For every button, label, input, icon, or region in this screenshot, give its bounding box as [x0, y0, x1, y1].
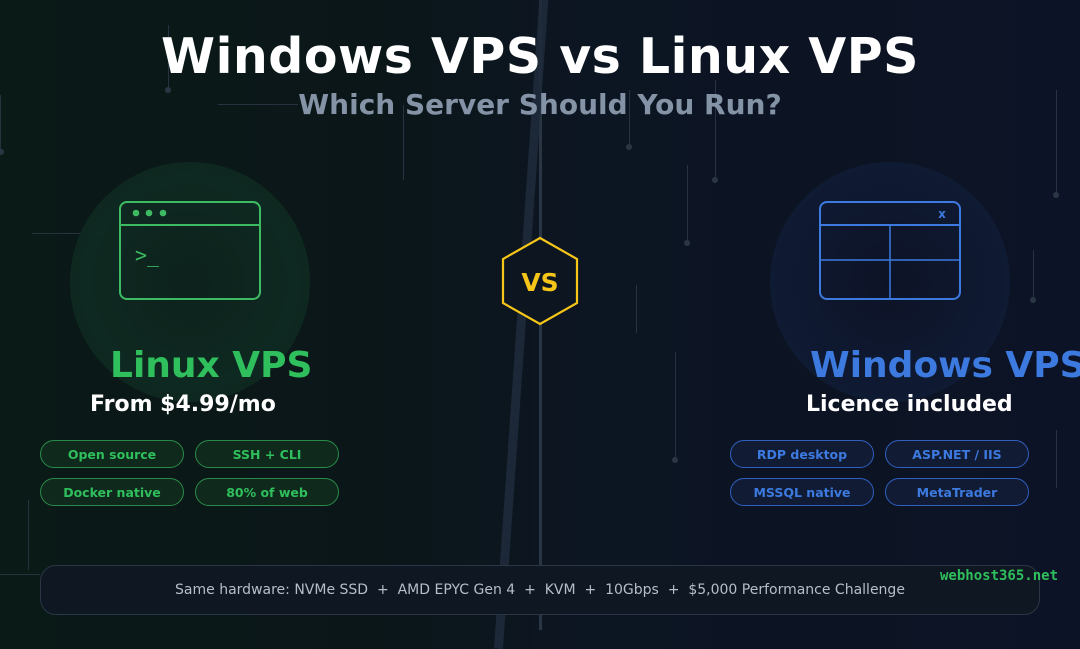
circuit-line — [636, 285, 637, 333]
terminal-window-icon: >_ — [119, 201, 261, 300]
circuit-dot — [1053, 192, 1059, 198]
windowed-app-icon: x — [819, 201, 961, 300]
circuit-dot — [626, 144, 632, 150]
circuit-line — [715, 80, 716, 180]
circuit-line — [1056, 90, 1057, 195]
circuit-line — [0, 574, 40, 575]
windows-title: Windows VPS — [810, 345, 1080, 386]
windows-licence: Licence included — [806, 392, 1013, 417]
linux-title: Linux VPS — [110, 345, 313, 386]
circuit-line — [218, 104, 298, 105]
circuit-line — [629, 90, 630, 146]
linux-price: From $4.99/mo — [90, 392, 276, 417]
circuit-line — [403, 105, 404, 180]
circuit-dot — [684, 240, 690, 246]
brand-watermark: webhost365.net — [940, 568, 1059, 584]
circuit-dot — [0, 149, 4, 155]
circuit-line — [32, 233, 102, 234]
linux-feature-pill: Open source — [40, 440, 184, 468]
circuit-line — [687, 165, 688, 243]
linux-feature-pill: Docker native — [40, 478, 184, 506]
vs-hexagon-badge: VS — [501, 236, 579, 326]
hardware-banner: Same hardware: NVMe SSD + AMD EPYC Gen 4… — [40, 565, 1040, 615]
page-title: Windows VPS vs Linux VPS — [161, 28, 919, 85]
windows-feature-pill: MetaTrader — [885, 478, 1029, 506]
circuit-line — [1033, 250, 1034, 300]
windows-feature-pill: MSSQL native — [730, 478, 874, 506]
circuit-dot — [165, 87, 171, 93]
hardware-banner-text: Same hardware: NVMe SSD + AMD EPYC Gen 4… — [175, 582, 905, 598]
circuit-line — [1056, 430, 1057, 488]
circuit-line — [28, 500, 29, 570]
linux-feature-pill: SSH + CLI — [195, 440, 339, 468]
circuit-dot — [672, 457, 678, 463]
svg-text:>_: >_ — [135, 243, 160, 267]
circuit-dot — [1030, 297, 1036, 303]
circuit-line — [0, 95, 1, 150]
page-subtitle: Which Server Should You Run? — [298, 88, 782, 121]
windows-feature-pill: ASP.NET / IIS — [885, 440, 1029, 468]
svg-text:x: x — [938, 207, 946, 221]
circuit-line — [675, 352, 676, 460]
circuit-dot — [712, 177, 718, 183]
svg-text:VS: VS — [521, 268, 558, 297]
windows-feature-pill: RDP desktop — [730, 440, 874, 468]
circuit-line — [168, 25, 169, 88]
linux-feature-pill: 80% of web — [195, 478, 339, 506]
